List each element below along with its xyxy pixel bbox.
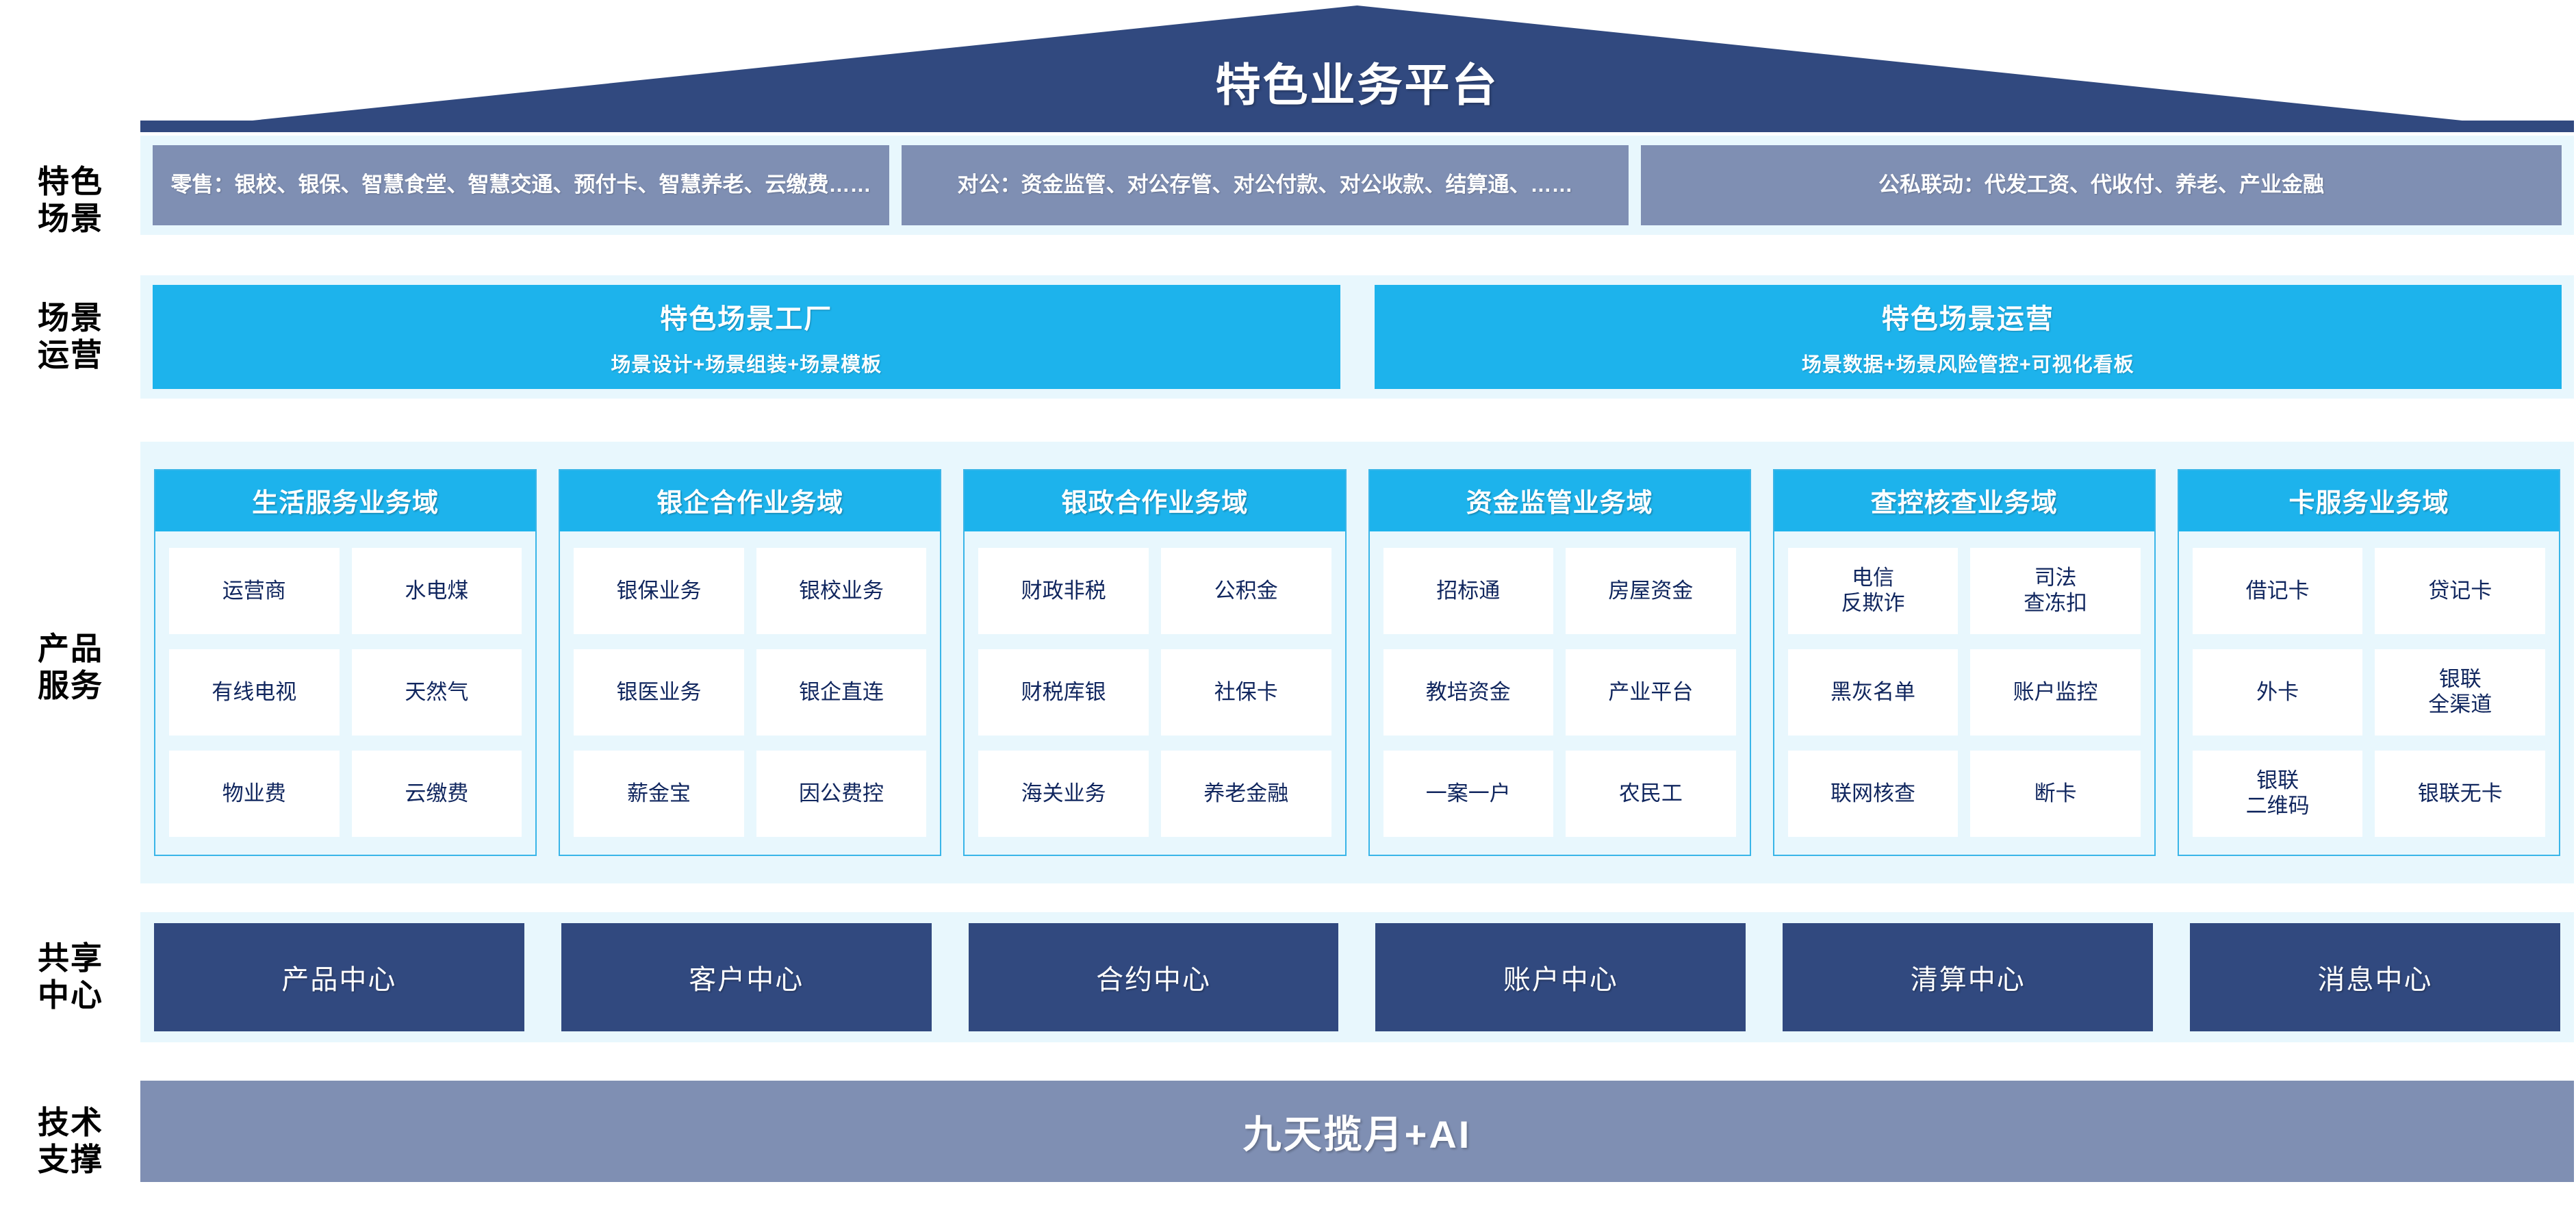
- scenario-box-public-private[interactable]: 公私联动：代发工资、代收付、养老、产业金融: [1641, 145, 2562, 225]
- domain-cell[interactable]: 断卡: [1970, 751, 2141, 837]
- domain-cell[interactable]: 借记卡: [2192, 548, 2363, 634]
- domain-card-life-service[interactable]: 生活服务业务域 运营商 水电煤 有线电视 天然气 物业费 云缴费: [154, 469, 537, 856]
- tech-support-band: 九天揽月+AI: [140, 1081, 2574, 1182]
- domain-cell[interactable]: 有线电视: [169, 649, 340, 736]
- domain-grid-fund-supervision: 招标通 房屋资金 教培资金 产业平台 一案一户 农民工: [1370, 531, 1750, 855]
- shared-box-clearing-center[interactable]: 清算中心: [1783, 923, 2154, 1031]
- domain-cell[interactable]: 云缴费: [351, 751, 522, 837]
- row-label-scenario: 特色 场景: [38, 164, 103, 237]
- domain-cell[interactable]: 财政非税: [978, 548, 1149, 634]
- domain-grid-life-service: 运营商 水电煤 有线电视 天然气 物业费 云缴费: [155, 531, 535, 855]
- domain-cell[interactable]: 账户监控: [1970, 649, 2141, 736]
- ops-box-scene-operation[interactable]: 特色场景运营 场景数据+场景风险管控+可视化看板: [1374, 285, 2562, 389]
- domain-cell[interactable]: 银校业务: [756, 548, 927, 634]
- domain-cell[interactable]: 运营商: [169, 548, 340, 634]
- tech-support-bar[interactable]: 九天揽月+AI: [140, 1081, 2574, 1182]
- row-label-shared: 共享 中心: [38, 940, 103, 1014]
- domain-cell[interactable]: 联网核查: [1787, 751, 1959, 837]
- domain-grid-investigation-control: 电信 反欺诈 司法 查冻扣 黑灰名单 账户监控 联网核查 断卡: [1774, 531, 2154, 855]
- domain-cell[interactable]: 薪金宝: [574, 751, 744, 837]
- domain-grid-bank-enterprise: 银保业务 银校业务 银医业务 银企直连 薪金宝 因公费控: [560, 531, 940, 855]
- shared-box-message-center[interactable]: 消息中心: [2190, 923, 2560, 1031]
- roof-shape-icon: [140, 5, 2574, 132]
- ops-title-scene-factory: 特色场景工厂: [660, 304, 833, 334]
- ops-subtitle-scene-operation: 场景数据+场景风险管控+可视化看板: [1801, 354, 2134, 376]
- domain-cell[interactable]: 黑灰名单: [1787, 649, 1959, 736]
- domain-cell[interactable]: 养老金融: [1160, 751, 1331, 837]
- domain-title-card-service: 卡服务业务域: [2178, 470, 2560, 531]
- operations-band: 特色场景工厂 场景设计+场景组装+场景模板 特色场景运营 场景数据+场景风险管控…: [140, 275, 2574, 399]
- domain-cell[interactable]: 天然气: [351, 649, 522, 736]
- domain-card-bank-enterprise[interactable]: 银企合作业务域 银保业务 银校业务 银医业务 银企直连 薪金宝 因公费控: [559, 469, 942, 856]
- shared-box-product-center[interactable]: 产品中心: [154, 923, 524, 1031]
- domain-cell[interactable]: 银保业务: [574, 548, 744, 634]
- domain-card-investigation-control[interactable]: 查控核查业务域 电信 反欺诈 司法 查冻扣 黑灰名单 账户监控 联网核查 断卡: [1772, 469, 2156, 856]
- domain-card-bank-government[interactable]: 银政合作业务域 财政非税 公积金 财税库银 社保卡 海关业务 养老金融: [963, 469, 1347, 856]
- domain-cell[interactable]: 招标通: [1383, 548, 1554, 634]
- domain-cell[interactable]: 社保卡: [1160, 649, 1331, 736]
- scenario-band: 零售：银校、银保、智慧食堂、智慧交通、预付卡、智慧养老、云缴费…… 对公：资金监…: [140, 136, 2574, 235]
- domain-cell[interactable]: 财税库银: [978, 649, 1149, 736]
- domain-grid-bank-government: 财政非税 公积金 财税库银 社保卡 海关业务 养老金融: [965, 531, 1344, 855]
- domain-card-fund-supervision[interactable]: 资金监管业务域 招标通 房屋资金 教培资金 产业平台 一案一户 农民工: [1368, 469, 1751, 856]
- domain-cell[interactable]: 外卡: [2192, 649, 2363, 736]
- row-label-tech: 技术 支撑: [38, 1105, 103, 1178]
- domain-cell[interactable]: 教培资金: [1383, 649, 1554, 736]
- domain-cell[interactable]: 海关业务: [978, 751, 1149, 837]
- domain-cell[interactable]: 银医业务: [574, 649, 744, 736]
- platform-roof-banner: 特色业务平台: [140, 5, 2574, 132]
- shared-center-band: 产品中心 客户中心 合约中心 账户中心 清算中心 消息中心: [140, 912, 2574, 1042]
- domain-cell[interactable]: 司法 查冻扣: [1970, 548, 2141, 634]
- domain-cell[interactable]: 房屋资金: [1566, 548, 1736, 634]
- shared-box-customer-center[interactable]: 客户中心: [561, 923, 932, 1031]
- domain-title-fund-supervision: 资金监管业务域: [1369, 470, 1750, 531]
- domain-grid-card-service: 借记卡 贷记卡 外卡 银联 全渠道 银联 二维码 银联无卡: [2179, 531, 2559, 855]
- domain-cell[interactable]: 水电煤: [351, 548, 522, 634]
- domain-cell[interactable]: 因公费控: [756, 751, 927, 837]
- row-label-products: 产品 服务: [38, 631, 103, 704]
- scenario-box-corporate[interactable]: 对公：资金监管、对公存管、对公付款、对公收款、结算通、……: [902, 145, 1629, 225]
- shared-box-account-center[interactable]: 账户中心: [1375, 923, 1746, 1031]
- domain-title-bank-enterprise: 银企合作业务域: [560, 470, 941, 531]
- ops-subtitle-scene-factory: 场景设计+场景组装+场景模板: [611, 354, 882, 376]
- shared-box-contract-center[interactable]: 合约中心: [968, 923, 1339, 1031]
- domain-cell[interactable]: 银联 全渠道: [2375, 649, 2546, 736]
- scenario-box-retail[interactable]: 零售：银校、银保、智慧食堂、智慧交通、预付卡、智慧养老、云缴费……: [153, 145, 889, 225]
- domain-cell[interactable]: 物业费: [169, 751, 340, 837]
- ops-box-scene-factory[interactable]: 特色场景工厂 场景设计+场景组装+场景模板: [153, 285, 1340, 389]
- domain-cell[interactable]: 公积金: [1160, 548, 1331, 634]
- ops-title-scene-operation: 特色场景运营: [1881, 304, 2054, 334]
- domain-cell[interactable]: 一案一户: [1383, 751, 1554, 837]
- domain-title-life-service: 生活服务业务域: [155, 470, 536, 531]
- domain-cell[interactable]: 电信 反欺诈: [1787, 548, 1959, 634]
- domain-cell[interactable]: 产业平台: [1566, 649, 1736, 736]
- domain-cell[interactable]: 农民工: [1566, 751, 1736, 837]
- page-title: 特色业务平台: [1215, 60, 1499, 110]
- domain-cell[interactable]: 贷记卡: [2375, 548, 2546, 634]
- domain-cell[interactable]: 银联无卡: [2375, 751, 2546, 837]
- product-services-band: 生活服务业务域 运营商 水电煤 有线电视 天然气 物业费 云缴费 银企合作业务域…: [140, 442, 2574, 883]
- row-label-operations: 场景 运营: [38, 300, 103, 373]
- domain-title-investigation-control: 查控核查业务域: [1774, 470, 2154, 531]
- domain-title-bank-government: 银政合作业务域: [965, 470, 1345, 531]
- domain-card-card-service[interactable]: 卡服务业务域 借记卡 贷记卡 外卡 银联 全渠道 银联 二维码 银联无卡: [2177, 469, 2561, 856]
- domain-cell[interactable]: 银企直连: [756, 649, 927, 736]
- domain-cell[interactable]: 银联 二维码: [2192, 751, 2363, 837]
